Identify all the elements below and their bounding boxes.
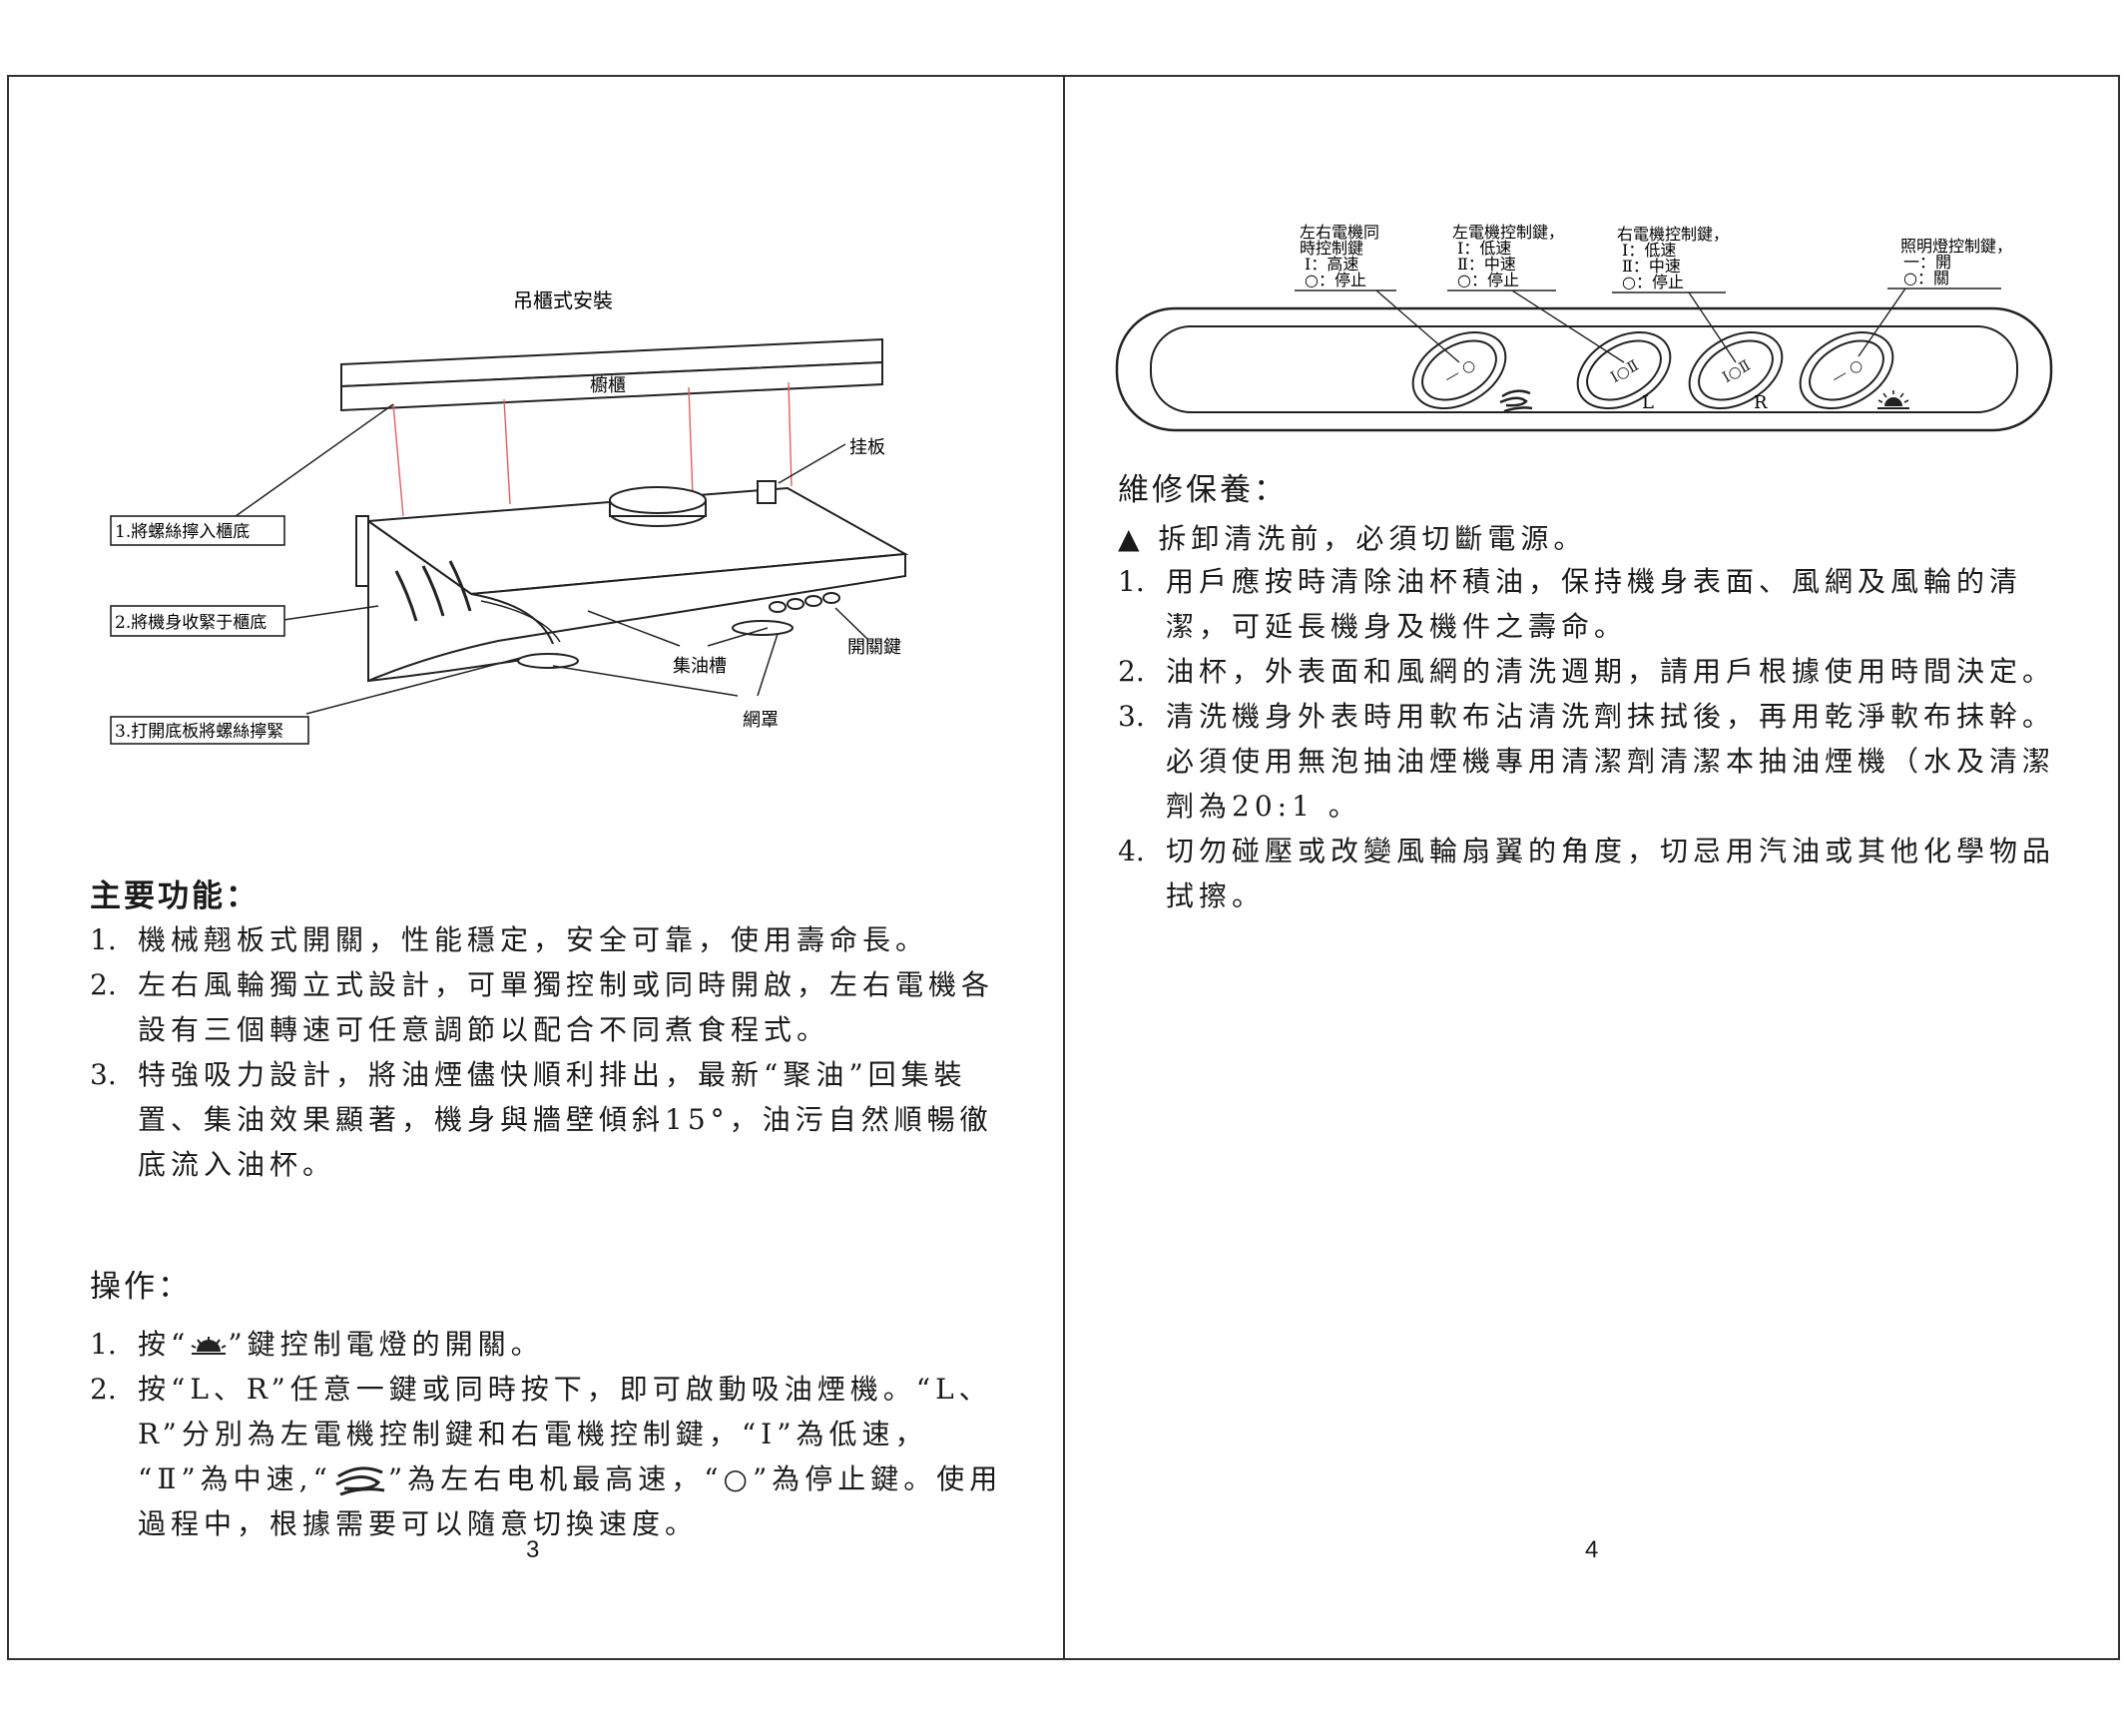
diagram-title: 吊櫃式安裝: [513, 289, 613, 312]
operation-text: R”分別為左電機控制鍵和右電機控制鍵，“Ⅰ”為低速，: [138, 1418, 928, 1450]
panel-max-speed-icon: [1499, 389, 1533, 413]
sync-key-line: Ⅰ：高速: [1305, 255, 1358, 274]
oil-tank-label: 集油槽: [673, 656, 727, 677]
maintenance-line: 潔，可延長機身及機件之壽命。: [1166, 610, 1628, 643]
maintenance-num: 3.: [1118, 700, 1145, 733]
features-list: 1. 機械翹板式開關，性能穩定，安全可靠，使用壽命長。 2. 左右風輪獨立式設計，可…: [90, 917, 994, 1187]
right-key-line: Ⅱ：中速: [1622, 257, 1681, 276]
operation-text: ”為左右电机最高速，“○”為停止鍵。使用: [387, 1462, 1003, 1495]
feature-item-1: 1. 機械翹板式開關，性能穩定，安全可靠，使用壽命長。: [90, 917, 994, 962]
maintenance-item-2: 2. 油杯，外表面和風網的清洗週期，請用戶根據使用時間決定。: [1118, 649, 2055, 694]
maintenance-num: 4.: [1118, 835, 1145, 868]
operation-title: 操作：: [90, 1269, 192, 1305]
panel-label-l: L: [1642, 392, 1654, 413]
feature-num: 1.: [90, 923, 117, 956]
operation-list: 1. 按“ ”鍵控制電燈的開關。 2. 按“L、R”任意一鍵或同時按下，即可啟動吸油煙…: [90, 1322, 1002, 1546]
left-key-line: Ⅰ：低速: [1457, 239, 1511, 258]
page-number: 3: [526, 1536, 540, 1563]
feature-line: 機械翹板式開關，性能穩定，安全可靠，使用壽命長。: [138, 923, 929, 956]
maintenance-line: 用戶應按時清除油杯積油，保持機身表面、風網及風輪的清: [1166, 565, 2023, 598]
maintenance-line: 拭擦。: [1166, 879, 1266, 912]
feature-line: 特強吸力設計，將油煙儘快順利排出，最新“聚油”回集裝: [138, 1058, 967, 1091]
left-page: 吊櫃式安裝 櫥櫃: [9, 77, 1063, 1658]
operation-num: 2.: [90, 1373, 117, 1406]
page-divider: [1063, 75, 1065, 1660]
maintenance-line: 油杯，外表面和風網的清洗週期，請用戶根據使用時間決定。: [1166, 655, 2056, 688]
cabinet-label: 櫥櫃: [590, 375, 626, 396]
maintenance-item-1: 1. 用戶應按時清除油杯積油，保持機身表面、風網及風輪的清 潔，可延長機身及機件之…: [1118, 559, 2055, 649]
step1-label: 1.將螺絲擰入櫃底: [115, 522, 250, 542]
step2-label: 2.將機身收緊于櫃底: [115, 613, 266, 633]
maintenance-item-4: 4. 切勿碰壓或改變風輪扇翼的角度，切忌用汽油或其他化學物品 拭擦。: [1118, 829, 2055, 918]
mesh-label: 網罩: [743, 710, 779, 731]
operation-text: “Ⅱ”為中速,“: [138, 1462, 332, 1495]
maintenance-line: 必須使用無泡抽油煙機專用清潔劑清潔本抽油煙機（水及清潔: [1166, 745, 2056, 778]
operation-num: 1.: [90, 1328, 117, 1361]
feature-item-2: 2. 左右風輪獨立式設計，可單獨控制或同時開啟，左右電機各 設有三個轉速可任意調節…: [90, 962, 994, 1052]
right-key-line: Ⅰ：低速: [1622, 241, 1676, 260]
light-icon: [191, 1336, 227, 1355]
light-key-line: 照明燈控制鍵，: [1900, 237, 2012, 256]
feature-line: 設有三個轉速可任意調節以配合不同煮食程式。: [138, 1013, 830, 1046]
switch-key-label: 開關鍵: [847, 637, 901, 658]
maintenance-list: 1. 用戶應按時清除油杯積油，保持機身表面、風網及風輪的清 潔，可延長機身及機件之…: [1118, 559, 2055, 918]
sync-key-line: ○：停止: [1305, 271, 1366, 289]
right-key-line: ○：停止: [1622, 273, 1684, 291]
control-panel-diagram: 左右電機同 時控制鍵 Ⅰ：高速 ○：停止 左電機控制鍵， Ⅰ：低速 Ⅱ：中速 ○…: [1115, 223, 2053, 432]
maintenance-line: 清洗機身外表時用軟布沾清洗劑抹拭後，再用乾淨軟布抹幹。: [1166, 700, 2056, 733]
feature-line: 置、集油效果顯著，機身與牆壁傾斜15°，油污自然順暢徹: [138, 1103, 993, 1136]
panel-label-r: R: [1754, 392, 1768, 413]
right-key-line: 右電機控制鍵，: [1617, 225, 1729, 244]
sync-key-line: 時控制鍵: [1300, 239, 1363, 258]
operation-text: 按“L、R”任意一鍵或同時按下，即可啟動吸油煙機。“L、: [138, 1373, 992, 1406]
operation-item-2: 2. 按“L、R”任意一鍵或同時按下，即可啟動吸油煙機。“L、 R”分別為左電機控…: [90, 1367, 1002, 1546]
operation-text: ”鍵控制電燈的開關。: [228, 1328, 544, 1361]
plate-label: 挂板: [849, 437, 885, 458]
panel-light-icon: [1877, 390, 1909, 409]
light-key-line: ○：關: [1903, 269, 1949, 288]
right-page: 左右電機同 時控制鍵 Ⅰ：高速 ○：停止 左電機控制鍵， Ⅰ：低速 Ⅱ：中速 ○…: [1065, 77, 2118, 1658]
feature-num: 3.: [90, 1058, 117, 1091]
sync-key-line: 左右電機同: [1300, 223, 1379, 242]
feature-line: 左右風輪獨立式設計，可單獨控制或同時開啟，左右電機各: [138, 968, 995, 1001]
maintenance-line: 劑為20:1 。: [1166, 790, 1361, 823]
maintenance-num: 2.: [1118, 655, 1145, 688]
step3-label: 3.打開底板將螺絲擰緊: [115, 722, 283, 742]
installation-diagram: 吊櫃式安裝 櫥櫃: [110, 289, 909, 745]
feature-item-3: 3. 特強吸力設計，將油煙儘快順利排出，最新“聚油”回集裝 置、集油效果顯著，機身…: [90, 1052, 994, 1187]
maintenance-item-3: 3. 清洗機身外表時用軟布沾清洗劑抹拭後，再用乾淨軟布抹幹。 必須使用無泡抽油煙機…: [1118, 694, 2055, 829]
operation-text: 過程中，根據需要可以隨意切換速度。: [138, 1507, 699, 1540]
operation-item-1: 1. 按“ ”鍵控制電燈的開關。: [90, 1322, 1002, 1367]
features-title: 主要功能：: [90, 878, 260, 914]
feature-line: 底流入油杯。: [138, 1148, 336, 1181]
max-speed-icon: [335, 1465, 385, 1495]
maintenance-title: 維修保養：: [1118, 472, 1288, 508]
feature-num: 2.: [90, 968, 117, 1001]
left-key-line: Ⅱ：中速: [1457, 255, 1516, 274]
warning-text: ▲ 拆卸清洗前，必須切斷電源。: [1118, 522, 1587, 555]
operation-text: 按“: [138, 1328, 191, 1361]
left-key-line: 左電機控制鍵，: [1452, 223, 1564, 242]
operation-text-line: “Ⅱ”為中速,“ ”為左右电机最高速，“○”為停止鍵。使用: [90, 1456, 1002, 1501]
left-key-line: ○：停止: [1457, 271, 1519, 289]
page-number: 4: [1585, 1536, 1599, 1563]
light-key-line: 一：開: [1903, 253, 1951, 272]
maintenance-num: 1.: [1118, 565, 1145, 598]
maintenance-line: 切勿碰壓或改變風輪扇翼的角度，切忌用汽油或其他化學物品: [1166, 835, 2056, 868]
